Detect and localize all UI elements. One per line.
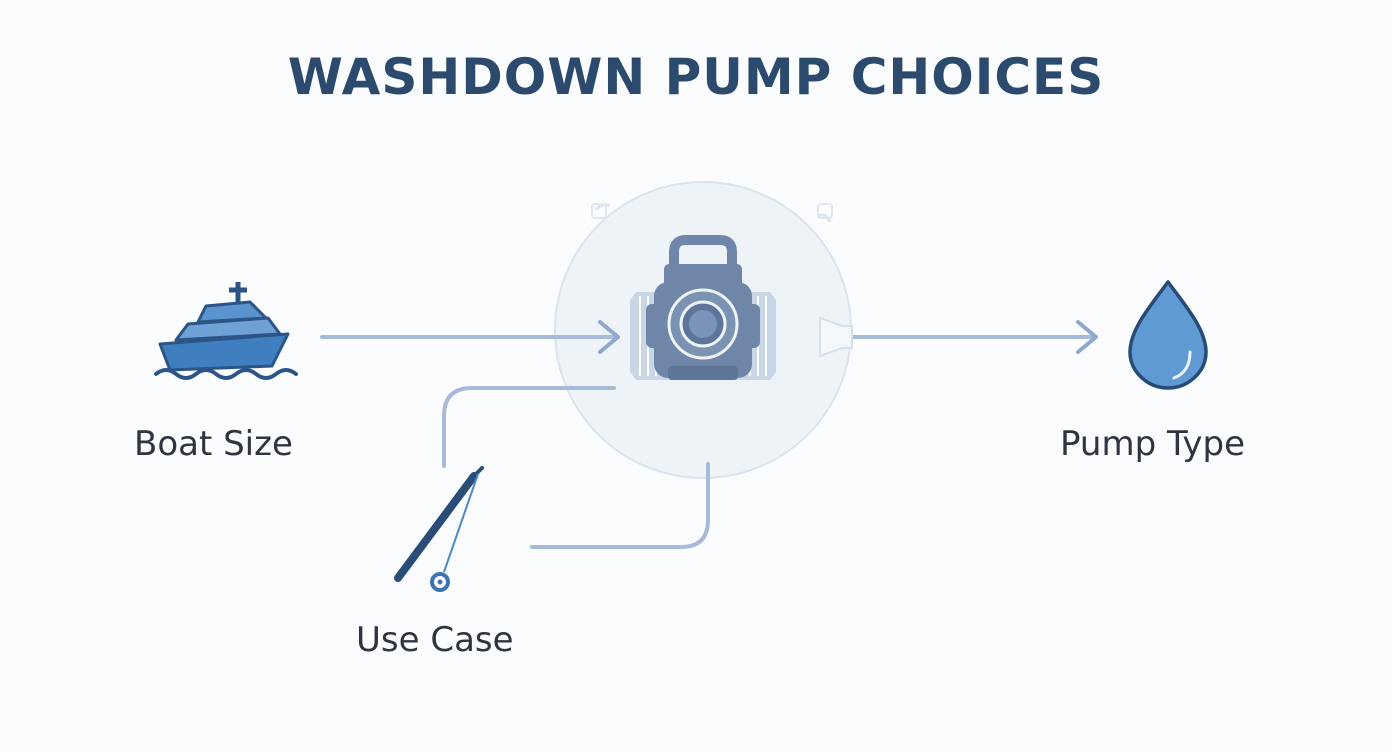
- connector-use-case-upper: [442, 386, 616, 468]
- outlet-nozzle-icon: [819, 316, 853, 358]
- boat-icon: [154, 282, 298, 380]
- pump-icon: [630, 235, 776, 380]
- connector-use-case-lower: [530, 462, 710, 549]
- use-case-label: Use Case: [356, 620, 514, 660]
- pump-type-label: Pump Type: [1060, 424, 1246, 464]
- diagram-title: WASHDOWN PUMP CHOICES: [287, 48, 1105, 106]
- fishing-rod-icon: [394, 466, 484, 592]
- arrow-boat-to-pump: [320, 320, 620, 354]
- arrow-pump-to-output: [850, 320, 1098, 354]
- boat-size-label: Boat Size: [134, 424, 293, 464]
- water-drop-icon: [1128, 280, 1208, 390]
